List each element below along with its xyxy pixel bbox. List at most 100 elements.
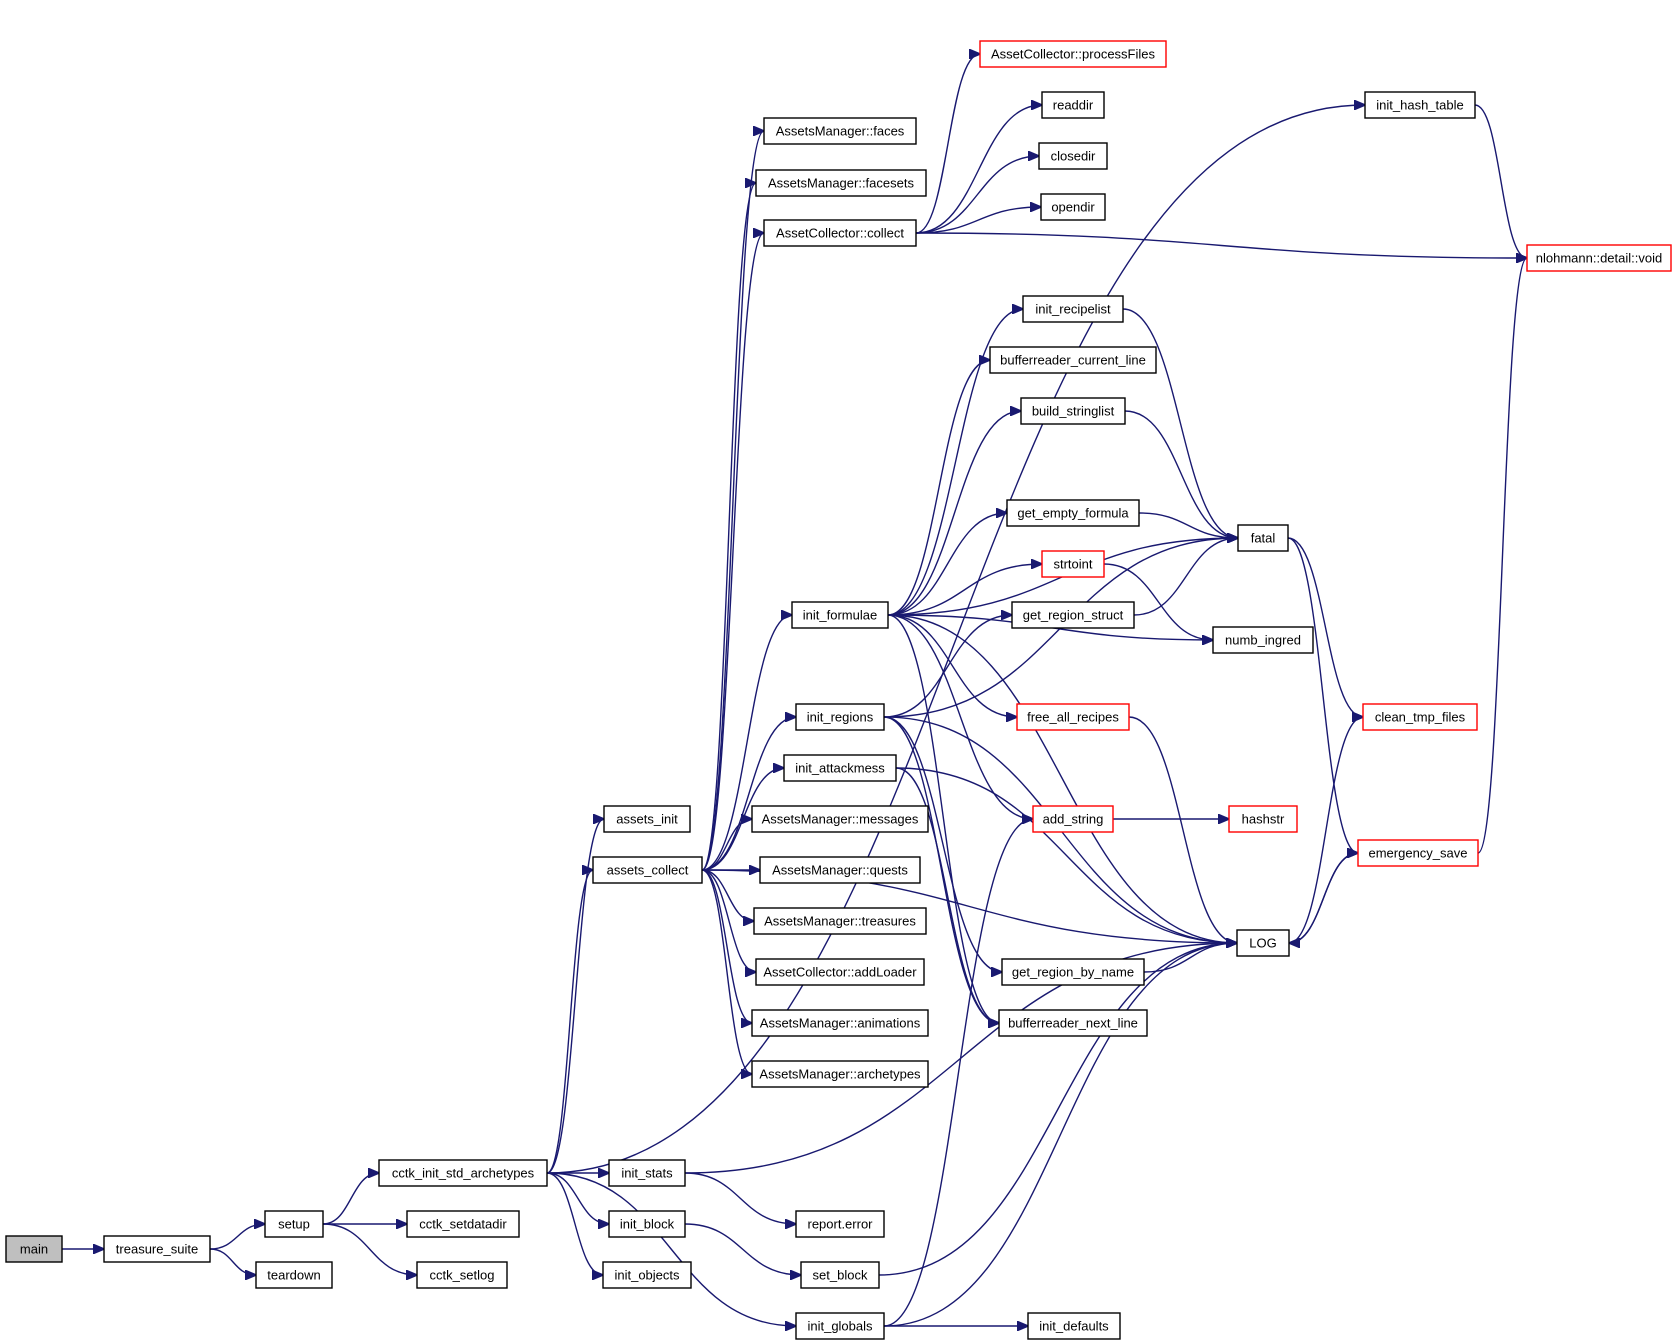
node-bufferreader-next-line[interactable]: bufferreader_next_line — [998, 1009, 1148, 1037]
edge-emergency-save-to-log — [1289, 852, 1359, 943]
edge-treasure-suite-to-setup — [209, 1224, 265, 1250]
node-label: fatal — [1251, 531, 1276, 546]
edge-init-formulae-to-bufferreader-next-line — [887, 614, 999, 1023]
node-init-objects[interactable]: init_objects — [602, 1261, 692, 1289]
node-log[interactable]: LOG — [1236, 929, 1290, 957]
node-box — [1001, 958, 1145, 986]
node-label: report.error — [807, 1217, 873, 1232]
node-label: bufferreader_current_line — [1000, 353, 1146, 368]
node-setup[interactable]: setup — [264, 1210, 324, 1238]
node-init-hash-table[interactable]: init_hash_table — [1364, 91, 1476, 119]
node-cctk-init-std-archetypes[interactable]: cctk_init_std_archetypes — [378, 1159, 548, 1187]
node-assetcollector-collect[interactable]: AssetCollector::collect — [763, 219, 917, 247]
node-get-region-struct[interactable]: get_region_struct — [1011, 601, 1135, 629]
node-box — [1032, 805, 1114, 833]
node-box — [753, 907, 927, 935]
node-assetcollector-addloader[interactable]: AssetCollector::addLoader — [755, 958, 925, 986]
node-assetsmanager-archetypes[interactable]: AssetsManager::archetypes — [751, 1060, 929, 1088]
node-box — [1040, 193, 1106, 221]
node-init-recipelist[interactable]: init_recipelist — [1022, 295, 1124, 323]
node-box — [378, 1159, 548, 1187]
node-cctk-setdatadir[interactable]: cctk_setdatadir — [406, 1210, 520, 1238]
node-assets-collect[interactable]: assets_collect — [592, 856, 703, 884]
node-add-string[interactable]: add_string — [1032, 805, 1114, 833]
node-opendir[interactable]: opendir — [1040, 193, 1106, 221]
edge-treasure-suite-to-teardown — [209, 1248, 256, 1275]
node-init-attackmess[interactable]: init_attackmess — [783, 754, 897, 782]
node-assetsmanager-quests[interactable]: AssetsManager::quests — [759, 856, 921, 884]
node-box — [1236, 929, 1290, 957]
node-box — [755, 958, 925, 986]
edge-init-regions-to-get-region-by-name — [883, 716, 1002, 972]
node-cctk-setlog[interactable]: cctk_setlog — [416, 1261, 508, 1289]
node-assetsmanager-animations[interactable]: AssetsManager::animations — [751, 1009, 929, 1037]
edge-get-region-by-name-to-log — [1143, 943, 1237, 973]
edge-assets-collect-to-assetsmanager-animations — [701, 869, 752, 1023]
node-assetcollector-processfiles[interactable]: AssetCollector::processFiles — [979, 40, 1167, 68]
node-assetsmanager-facesets[interactable]: AssetsManager::facesets — [755, 169, 927, 197]
node-clean-tmp-files[interactable]: clean_tmp_files — [1362, 703, 1478, 731]
node-box — [255, 1261, 333, 1289]
node-hashstr[interactable]: hashstr — [1228, 805, 1298, 833]
node-assetsmanager-treasures[interactable]: AssetsManager::treasures — [753, 907, 927, 935]
node-box — [1020, 397, 1126, 425]
node-label: init_stats — [621, 1166, 673, 1181]
edge-init-formulae-to-bufferreader-current-line — [887, 360, 990, 616]
node-get-region-by-name[interactable]: get_region_by_name — [1001, 958, 1145, 986]
node-assetsmanager-messages[interactable]: AssetsManager::messages — [751, 805, 929, 833]
node-box — [1041, 91, 1105, 119]
edge-init-regions-to-get-region-struct — [883, 615, 1012, 718]
node-box — [1038, 142, 1108, 170]
node-init-block[interactable]: init_block — [608, 1210, 686, 1238]
node-box — [795, 703, 885, 731]
node-box — [264, 1210, 324, 1238]
node-init-stats[interactable]: init_stats — [608, 1159, 686, 1187]
edge-assets-collect-to-assetcollector-collect — [701, 233, 764, 871]
node-treasure-suite[interactable]: treasure_suite — [103, 1235, 211, 1263]
node-assetsmanager-faces[interactable]: AssetsManager::faces — [763, 117, 917, 145]
node-box — [783, 754, 897, 782]
node-strtoint[interactable]: strtoint — [1041, 550, 1105, 578]
edge-log-to-clean-tmp-files — [1288, 717, 1363, 944]
node-box — [1237, 524, 1289, 552]
node-get-empty-formula[interactable]: get_empty_formula — [1006, 499, 1140, 527]
node-closedir[interactable]: closedir — [1038, 142, 1108, 170]
node-teardown[interactable]: teardown — [255, 1261, 333, 1289]
node-assets-init[interactable]: assets_init — [603, 805, 691, 833]
node-label: init_hash_table — [1376, 98, 1463, 113]
node-box — [592, 856, 703, 884]
edge-assetcollector-collect-to-readdir — [915, 105, 1042, 234]
node-box — [602, 1261, 692, 1289]
node-set-block[interactable]: set_block — [800, 1261, 880, 1289]
edge-assets-collect-to-assetsmanager-faces — [701, 131, 764, 871]
node-emergency-save[interactable]: emergency_save — [1357, 839, 1479, 867]
node-bufferreader-current-line[interactable]: bufferreader_current_line — [989, 346, 1157, 374]
node-init-defaults[interactable]: init_defaults — [1027, 1312, 1121, 1340]
node-fatal[interactable]: fatal — [1237, 524, 1289, 552]
node-readdir[interactable]: readdir — [1041, 91, 1105, 119]
edge-assetcollector-collect-to-assetcollector-processfiles — [915, 54, 980, 234]
node-box — [791, 601, 889, 629]
node-label: AssetsManager::facesets — [768, 176, 914, 191]
node-free-all-recipes[interactable]: free_all_recipes — [1016, 703, 1130, 731]
node-build-stringlist[interactable]: build_stringlist — [1020, 397, 1126, 425]
node-label: bufferreader_next_line — [1008, 1016, 1138, 1031]
node-init-globals[interactable]: init_globals — [795, 1312, 885, 1340]
edge-get-region-struct-to-fatal — [1133, 538, 1238, 616]
node-nlohmann-detail-void[interactable]: nlohmann::detail::void — [1526, 244, 1672, 272]
node-init-regions[interactable]: init_regions — [795, 703, 885, 731]
edge-free-all-recipes-to-log — [1128, 716, 1237, 943]
node-label: treasure_suite — [116, 1242, 198, 1257]
node-label: init_objects — [614, 1268, 680, 1283]
node-numb-ingred[interactable]: numb_ingred — [1212, 626, 1314, 654]
node-box — [795, 1312, 885, 1340]
node-label: numb_ingred — [1225, 633, 1301, 648]
edge-init-formulae-to-free-all-recipes — [887, 614, 1017, 717]
node-label: closedir — [1051, 149, 1096, 164]
edge-fatal-to-emergency-save — [1287, 537, 1358, 853]
node-box — [1006, 499, 1140, 527]
edge-assets-collect-to-assetsmanager-treasures — [701, 869, 754, 921]
edge-init-formulae-to-init-recipelist — [887, 309, 1023, 616]
node-report-error[interactable]: report.error — [795, 1210, 885, 1238]
node-init-formulae[interactable]: init_formulae — [791, 601, 889, 629]
